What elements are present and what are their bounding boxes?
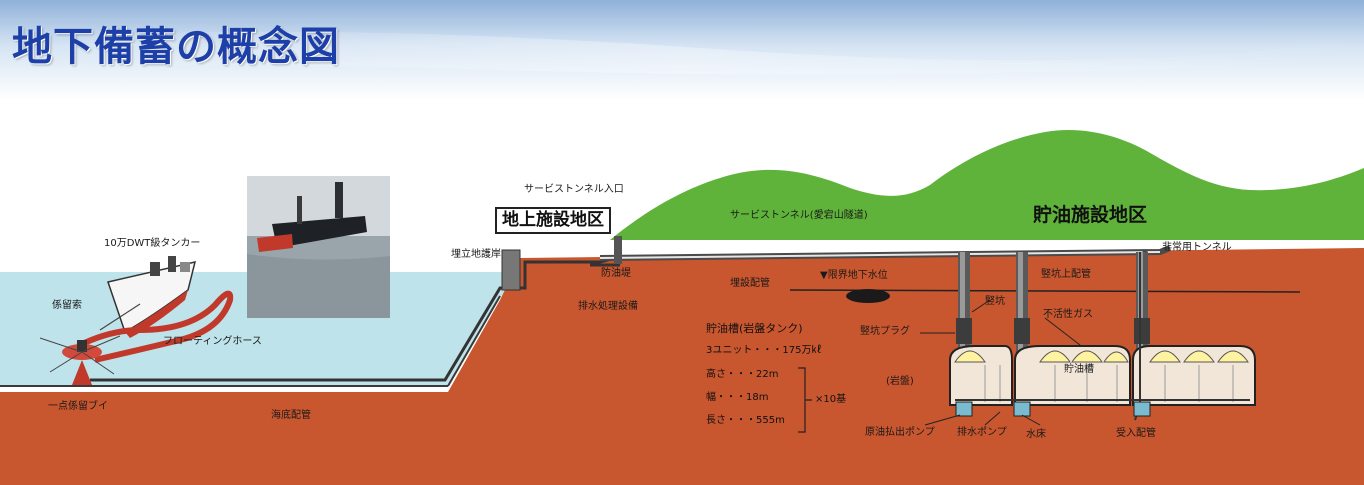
label-shaft: 竪坑 — [985, 296, 1005, 307]
mountain — [610, 130, 1364, 240]
label-rock: (岩盤) — [886, 376, 914, 387]
revetment — [501, 249, 521, 291]
label-mooring-rope: 係留索 — [52, 300, 82, 311]
spec-multiplier: ×10基 — [815, 394, 847, 405]
label-tanker: 10万DWT級タンカー — [104, 238, 201, 249]
label-floating-hose: フローティングホース — [163, 336, 262, 347]
label-reclaimed-revetment: 埋立地護岸 — [451, 249, 501, 260]
region-storage-facilities: 貯油施設地区 — [1033, 204, 1148, 226]
page-title: 地下備蓄の概念図 — [12, 24, 340, 70]
label-service-tunnel: サービストンネル(愛宕山隧道) — [730, 210, 868, 221]
storage-tanks — [949, 252, 1256, 421]
label-shaft-piping: 竪坑上配管 — [1041, 269, 1091, 280]
label-receiving-pipe: 受入配管 — [1116, 428, 1156, 439]
label-inert-gas: 不活性ガス — [1043, 309, 1093, 320]
label-tank-embankment: 防油堤 — [601, 268, 631, 279]
label-seabed-pipe: 海底配管 — [271, 410, 311, 421]
floating-hose — [76, 290, 234, 363]
label-water-treatment: 排水処理設備 — [578, 301, 638, 312]
label-drain-pump: 排水ポンプ — [957, 427, 1007, 438]
label-crude-pump: 原油払出ポンプ — [865, 427, 935, 438]
title-banner: 地下備蓄の概念図 — [0, 0, 1364, 100]
label-shaft-plug: 竪坑プラグ — [860, 326, 910, 337]
tanker — [107, 256, 197, 338]
label-oil-tank: 貯油槽 — [1064, 364, 1094, 375]
tanker-photo-image — [247, 176, 390, 318]
buoy — [39, 335, 121, 385]
spec-height: 高さ・・・22m — [706, 369, 779, 380]
label-buried-pipe: 埋設配管 — [730, 278, 770, 289]
label-service-tunnel-entrance: サービストンネル入口 — [524, 184, 624, 195]
banner-background — [0, 0, 1364, 100]
seabed-pipe-line — [90, 256, 616, 382]
label-water-bed: 水床 — [1026, 429, 1046, 440]
spec-width: 幅・・・18m — [706, 392, 769, 403]
spec-units: 3ユニット・・・175万㎘ — [706, 345, 822, 356]
spec-heading: 貯油槽(岩盤タンク) — [706, 322, 803, 335]
tanker-photo — [247, 176, 390, 318]
region-surface-facilities: 地上施設地区 — [495, 207, 611, 234]
spec-length: 長さ・・・555m — [706, 415, 785, 426]
label-emergency-tunnel: 非常用トンネル — [1162, 242, 1232, 253]
label-water-table: ▼限界地下水位 — [820, 270, 888, 281]
label-buoy: 一点係留ブイ — [48, 401, 108, 412]
